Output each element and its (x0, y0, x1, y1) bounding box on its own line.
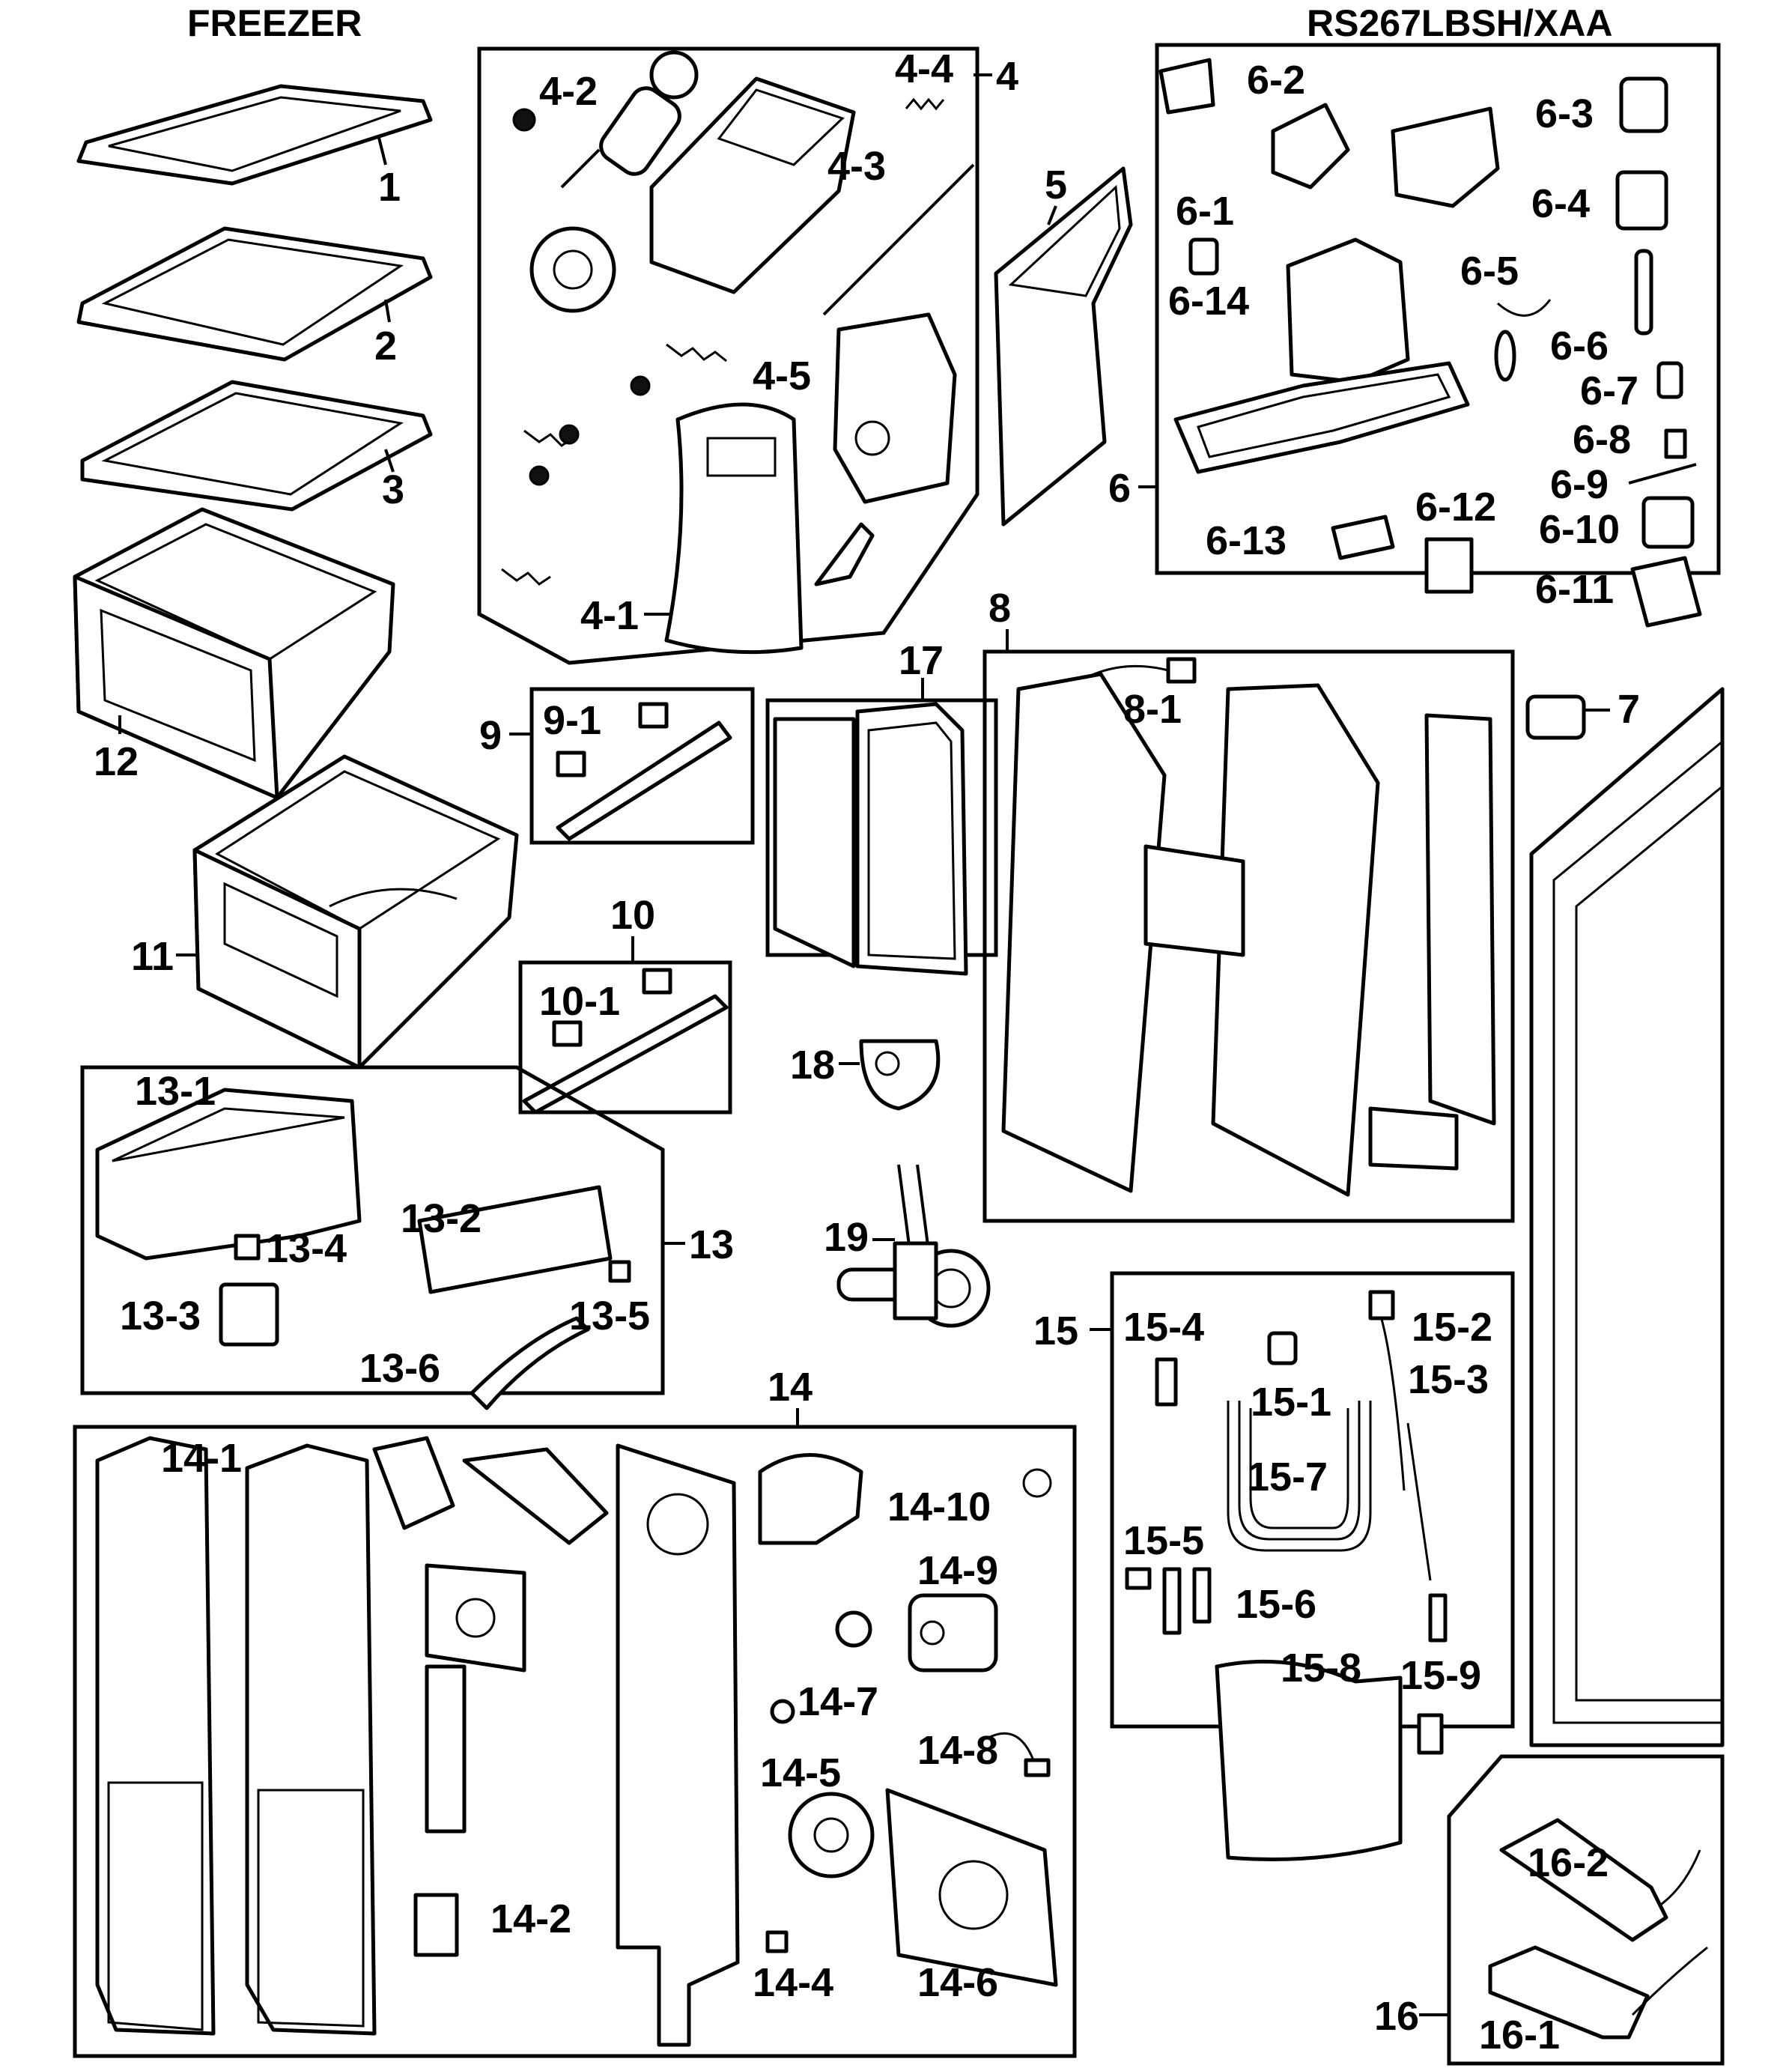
label-6-2: 6-2 (1247, 58, 1305, 103)
label-6-4: 6-4 (1531, 181, 1590, 226)
label-6-10: 6-10 (1539, 507, 1620, 552)
label-6-8: 6-8 (1573, 417, 1631, 462)
label-15-5: 15-5 (1123, 1518, 1204, 1563)
label-14-6: 14-6 (917, 1960, 998, 2005)
label-14-7: 14-7 (798, 1679, 878, 1724)
label-16: 16 (1374, 1994, 1419, 2039)
label-18: 18 (790, 1043, 835, 1088)
label-16-1: 16-1 (1479, 2013, 1560, 2058)
label-15-7: 15-7 (1247, 1455, 1328, 1500)
label-13-1: 13-1 (135, 1069, 216, 1114)
label-6: 6 (1108, 466, 1131, 511)
label-15-2: 15-2 (1412, 1305, 1492, 1350)
group-13 (80, 1065, 685, 1410)
label-15-1: 15-1 (1251, 1380, 1331, 1425)
label-7: 7 (1618, 687, 1640, 732)
label-13-4: 13-4 (266, 1226, 347, 1271)
label-6-12: 6-12 (1415, 485, 1496, 530)
label-4-2: 4-2 (539, 69, 598, 114)
label-14-10: 14-10 (887, 1485, 991, 1529)
group-6-dispenser (1155, 43, 1721, 628)
label-2: 2 (374, 324, 397, 369)
label-6-14: 6-14 (1168, 279, 1249, 324)
group-10 (518, 936, 732, 1115)
label-14-8: 14-8 (917, 1728, 998, 1773)
label-16-2: 16-2 (1528, 1840, 1609, 1885)
label-4-5: 4-5 (753, 354, 811, 398)
label-6-3: 6-3 (1535, 91, 1594, 136)
label-14: 14 (768, 1365, 813, 1410)
group-14 (73, 1408, 1077, 2058)
label-19: 19 (824, 1215, 869, 1260)
shelf-3 (80, 380, 433, 512)
label-14-9: 14-9 (917, 1548, 998, 1593)
label-12: 12 (94, 739, 139, 784)
label-6-13: 6-13 (1206, 518, 1287, 563)
label-14-4: 14-4 (753, 1960, 833, 2005)
label-13: 13 (689, 1222, 734, 1267)
label-6-7: 6-7 (1580, 369, 1638, 413)
label-13-5: 13-5 (569, 1294, 650, 1338)
part-19 (836, 1164, 991, 1328)
label-6-9: 6-9 (1550, 462, 1609, 507)
bin-11 (192, 754, 519, 1070)
label-17: 17 (899, 638, 944, 683)
label-6-5: 6-5 (1460, 249, 1519, 294)
label-10-1: 10-1 (539, 979, 620, 1024)
label-6-11: 6-11 (1535, 567, 1614, 612)
label-13-2: 13-2 (401, 1196, 482, 1241)
group-15 (1090, 1271, 1515, 1861)
label-15-9: 15-9 (1400, 1653, 1481, 1698)
group-4-ice-maker (477, 46, 979, 665)
label-4-4: 4-4 (895, 46, 953, 91)
part-18 (839, 1039, 941, 1111)
label-15-4: 15-4 (1123, 1305, 1204, 1350)
label-14-5: 14-5 (760, 1750, 841, 1795)
label-13-3: 13-3 (120, 1294, 201, 1338)
label-9: 9 (479, 713, 502, 758)
label-13-6: 13-6 (359, 1346, 440, 1391)
cabinet-outline (1529, 687, 1725, 1747)
label-4-3: 4-3 (827, 144, 886, 189)
label-15-6: 15-6 (1236, 1582, 1316, 1627)
part-7 (1525, 694, 1610, 740)
panel-17 (765, 678, 998, 976)
label-6-1: 6-1 (1176, 189, 1234, 234)
label-15-8: 15-8 (1281, 1646, 1361, 1691)
diagram-title-model: RS267LBSH/XAA (1307, 2, 1612, 44)
diagram-title-freezer: FREEZER (187, 2, 362, 44)
label-14-2: 14-2 (490, 1896, 571, 1941)
shelf-2 (76, 226, 433, 362)
label-15: 15 (1033, 1309, 1078, 1353)
label-4-1: 4-1 (580, 593, 639, 638)
label-11: 11 (131, 934, 174, 979)
group-8 (982, 629, 1515, 1223)
label-8-1: 8-1 (1123, 687, 1182, 732)
label-3: 3 (382, 467, 404, 512)
label-8: 8 (988, 586, 1011, 631)
group-16 (1419, 1754, 1725, 2066)
panel-5 (994, 166, 1133, 527)
label-15-3: 15-3 (1408, 1357, 1489, 1402)
group-9 (509, 687, 755, 845)
label-14-1: 14-1 (161, 1436, 242, 1481)
label-4: 4 (996, 54, 1018, 99)
label-6-6: 6-6 (1550, 324, 1609, 369)
label-1: 1 (378, 165, 401, 210)
shelf-1 (76, 84, 433, 186)
label-10: 10 (610, 893, 655, 938)
label-9-1: 9-1 (543, 698, 601, 743)
label-5: 5 (1045, 163, 1067, 207)
